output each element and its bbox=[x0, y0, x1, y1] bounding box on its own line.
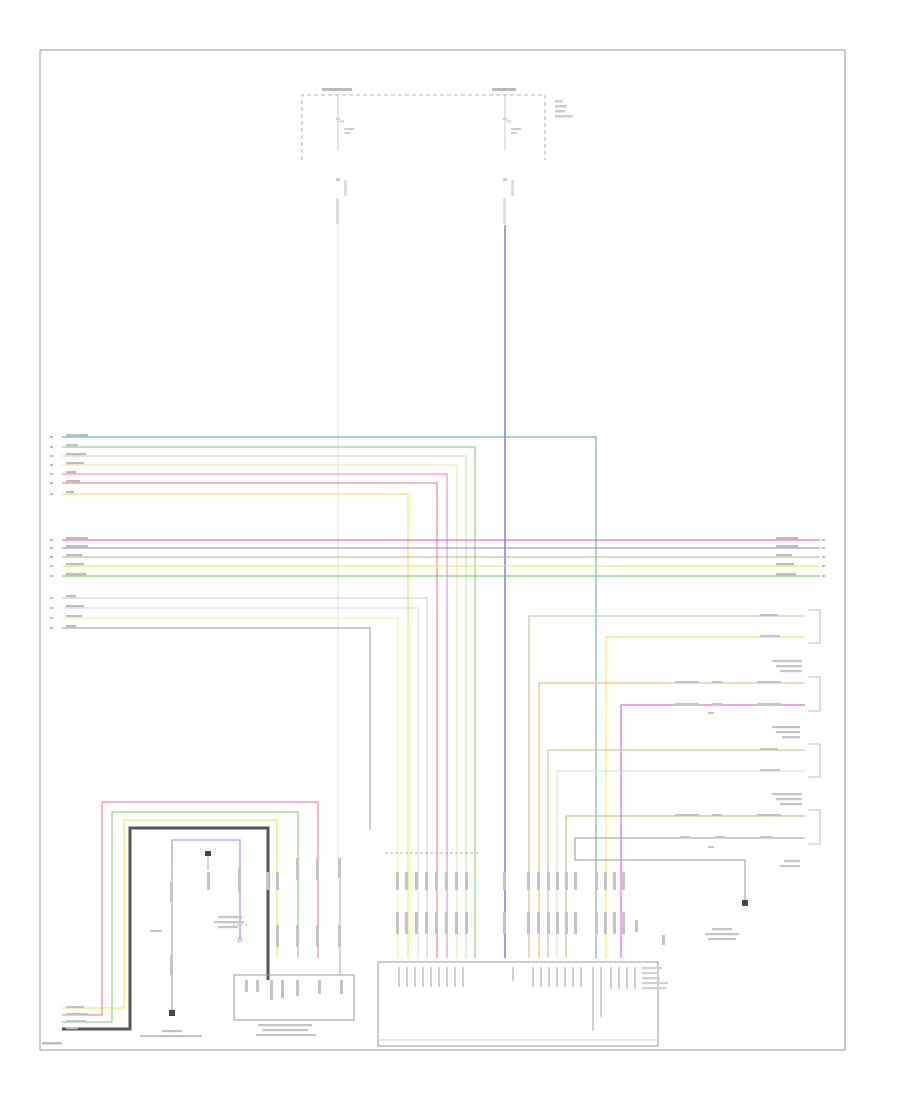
ground-right bbox=[705, 900, 748, 941]
fuse-panel bbox=[301, 88, 573, 224]
bus-group-c bbox=[62, 597, 428, 958]
module-pin-tags bbox=[396, 872, 665, 945]
module-left-wires bbox=[62, 801, 341, 1031]
bus-group-a bbox=[62, 436, 597, 958]
bus-group-b bbox=[62, 539, 820, 577]
sensor-symbol bbox=[205, 851, 247, 943]
left-pin-markers bbox=[50, 436, 53, 629]
right-component-labels bbox=[772, 660, 802, 868]
ground-left bbox=[140, 1010, 202, 1038]
right-wire-tags bbox=[776, 537, 825, 577]
right-inline-tags bbox=[675, 614, 781, 848]
footer-code-mark bbox=[42, 1042, 62, 1045]
fuse-left-icon bbox=[335, 95, 354, 150]
module-inner-pins bbox=[398, 967, 668, 1031]
right-connectors bbox=[808, 609, 821, 845]
module-left bbox=[233, 974, 355, 1021]
fuse-right-icon bbox=[502, 95, 521, 150]
module-main bbox=[377, 852, 659, 1047]
right-component-wires bbox=[528, 615, 805, 958]
diagram-frame bbox=[39, 49, 846, 1051]
left-wire-tags bbox=[66, 434, 88, 628]
left-module-tags bbox=[66, 858, 343, 1037]
